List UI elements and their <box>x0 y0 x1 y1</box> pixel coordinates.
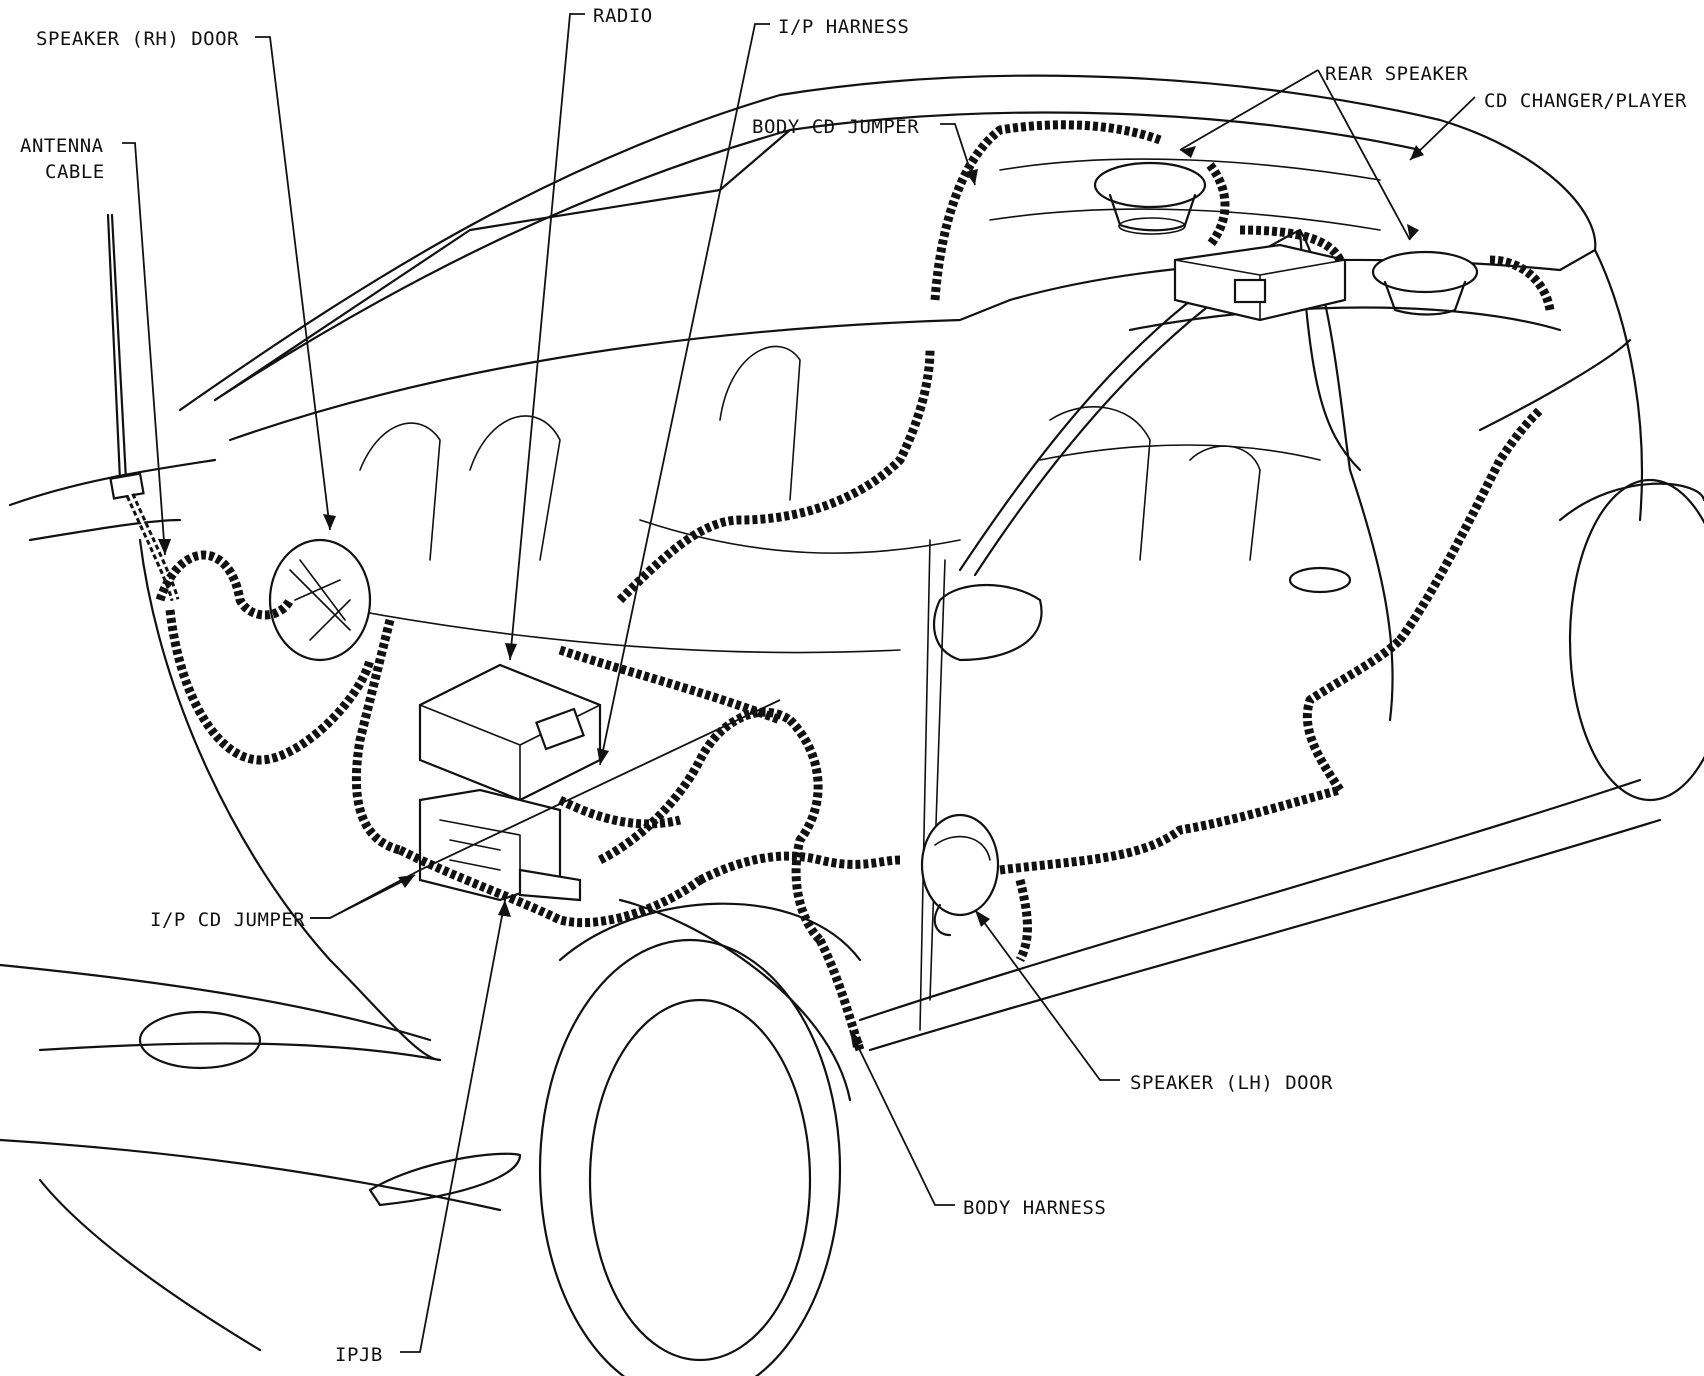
label-body-harness: BODY HARNESS <box>963 1197 1106 1219</box>
label-ip-cd-jumper: I/P CD JUMPER <box>150 909 305 931</box>
speaker-lh-door-unit <box>920 813 1000 937</box>
label-body-cd-jumper: BODY CD JUMPER <box>752 116 919 138</box>
wiring-harnesses <box>125 120 1555 1052</box>
cd-changer-unit <box>1173 243 1347 322</box>
label-speaker-rh-door: SPEAKER (RH) DOOR <box>36 28 239 50</box>
callout-labels: SPEAKER (RH) DOOR RADIO I/P HARNESS REAR… <box>20 5 1687 1366</box>
speaker-rh-door-unit <box>268 538 372 662</box>
leader-lines <box>122 13 1476 1353</box>
label-antenna-cable-line1: ANTENNA <box>20 135 104 157</box>
label-speaker-lh-door: SPEAKER (LH) DOOR <box>1130 1072 1333 1094</box>
label-radio: RADIO <box>593 5 653 27</box>
label-rear-speaker: REAR SPEAKER <box>1325 63 1468 85</box>
rear-speaker-left <box>1093 161 1207 235</box>
label-ip-harness: I/P HARNESS <box>778 16 909 38</box>
label-ipjb: IPJB <box>335 1344 383 1366</box>
label-cd-changer-player: CD CHANGER/PLAYER <box>1484 90 1687 112</box>
radio-unit <box>418 663 602 802</box>
antenna <box>106 213 145 500</box>
label-antenna-cable-line2: CABLE <box>45 161 105 183</box>
rear-speaker-right <box>1371 250 1479 316</box>
